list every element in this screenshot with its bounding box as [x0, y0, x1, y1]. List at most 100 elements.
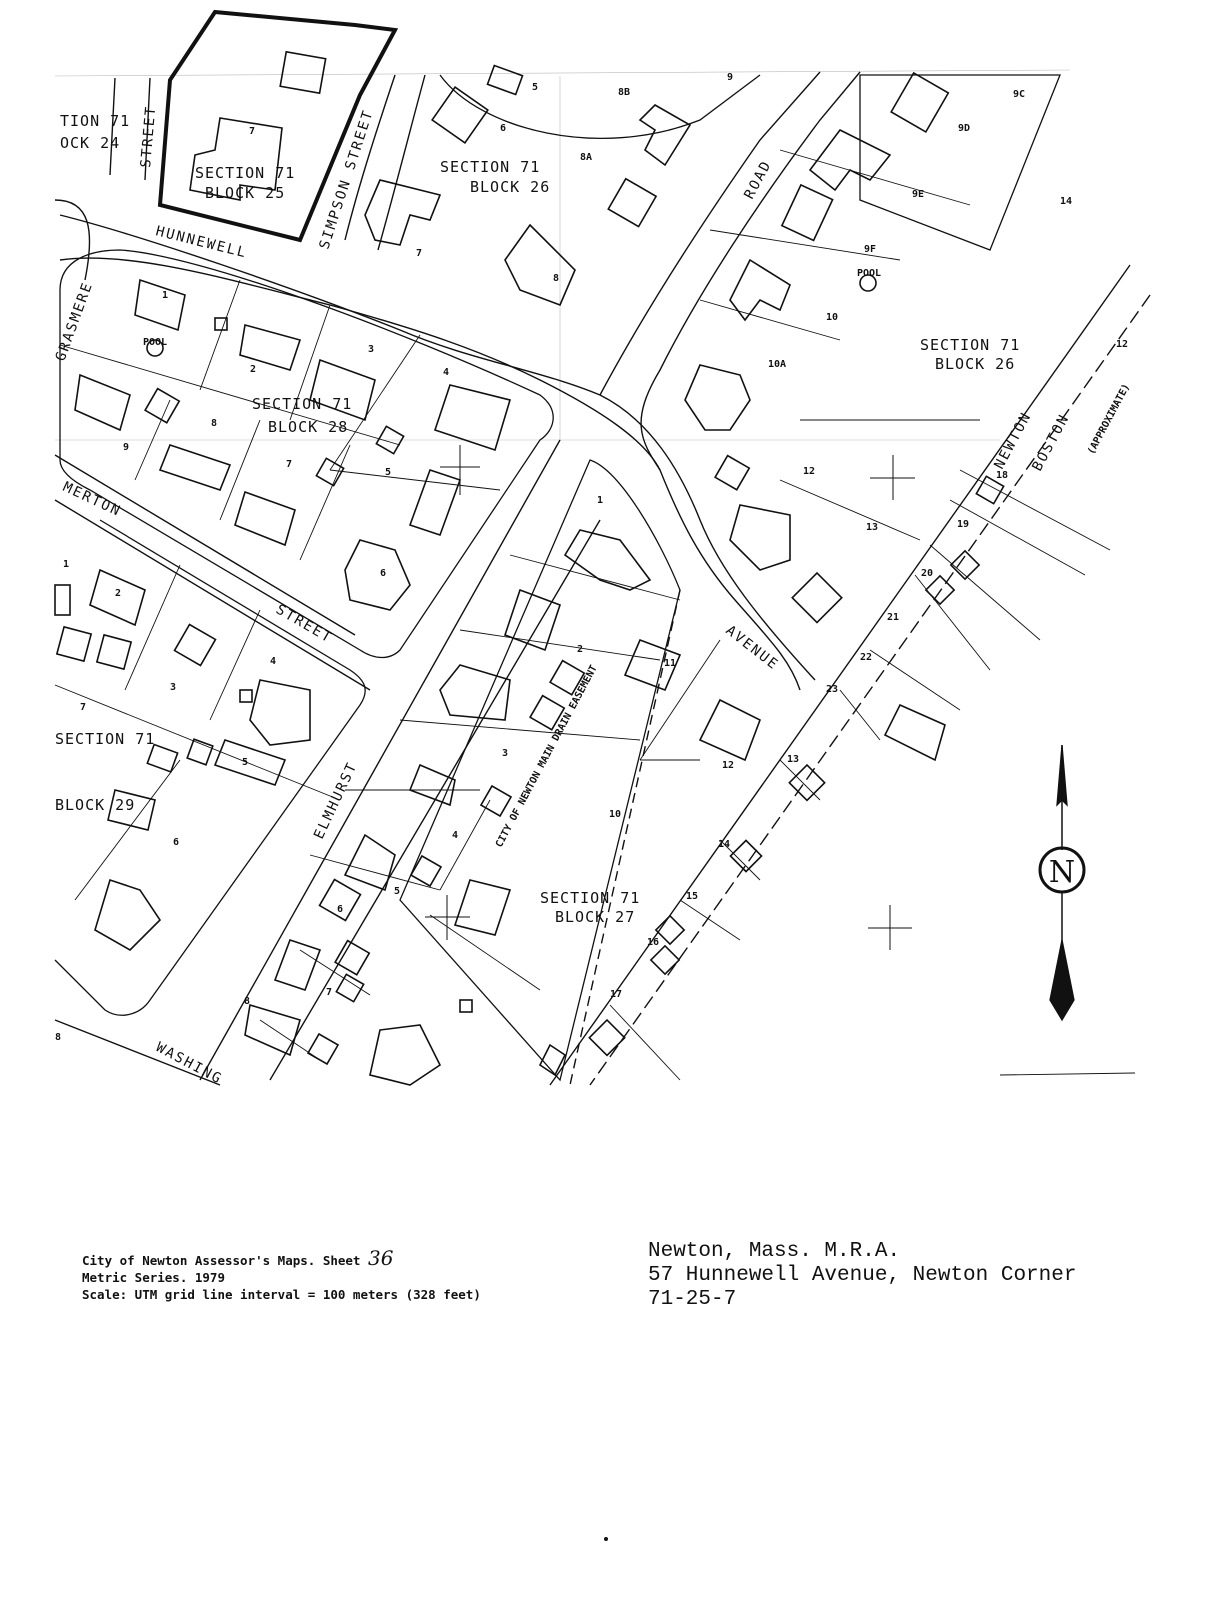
record-reference: Newton, Mass. M.R.A. 57 Hunnewell Avenue… — [648, 1240, 1208, 1312]
lot-number: 9 — [727, 72, 733, 83]
lot-number: 19 — [957, 519, 969, 530]
lot-number: 5 — [532, 82, 538, 93]
street-label-merton: MERTON — [60, 479, 123, 520]
map-drawing: N TION 71 OCK 24 SECTION 71 BLOCK 25 SEC… — [53, 9, 1151, 1088]
lot-number: 12 — [722, 760, 734, 771]
caption-line-2: Metric Series. 1979 — [82, 1270, 225, 1285]
section-label: SECTION 71 — [920, 336, 1020, 354]
north-label: N — [1049, 855, 1075, 890]
lot-number: 1 — [162, 290, 168, 301]
lot-number: 8 — [55, 1032, 61, 1043]
lot-lines — [54, 149, 1136, 1081]
lot-number: 2 — [115, 588, 121, 599]
assessor-map: N TION 71 OCK 24 SECTION 71 BLOCK 25 SEC… — [53, 9, 1151, 1088]
section-label: TION 71 — [60, 112, 130, 130]
street-label-street: STREET — [138, 105, 159, 169]
lot-number: 12 — [1116, 339, 1128, 350]
lot-number: 20 — [921, 568, 933, 579]
record-line-3: 71-25-7 — [648, 1288, 737, 1311]
survey-crosshairs — [425, 445, 915, 950]
lot-number: 6 — [173, 837, 179, 848]
street-label-road: ROAD — [741, 158, 775, 202]
north-arrow — [1038, 744, 1086, 1022]
lot-number: 1 — [63, 559, 69, 570]
lot-number: 16 — [647, 937, 659, 948]
lot-number: 4 — [452, 830, 458, 841]
lot-number: 9D — [958, 123, 970, 134]
lot-number: 23 — [826, 684, 838, 695]
pool-label: POOL — [143, 337, 167, 348]
block-label: BLOCK 26 — [470, 178, 550, 196]
lot-number: 4 — [443, 367, 449, 378]
easement-label: CITY OF NEWTON MAIN DRAIN EASEMENT — [494, 664, 600, 850]
lot-numbers: 5 8B 9 9C 9D 6 8A 9E 14 7 8 9F 10 10A 12… — [55, 72, 1128, 1043]
street-label-street: STREET — [273, 602, 335, 647]
lot-number: 10 — [826, 312, 838, 323]
lot-number: 12 — [803, 466, 815, 477]
scan-speck — [604, 1537, 608, 1541]
section-labels: TION 71 OCK 24 SECTION 71 BLOCK 25 SECTI… — [55, 112, 1020, 926]
block-outlines — [54, 74, 1061, 1082]
lot-number: 13 — [866, 522, 878, 533]
lot-number: 14 — [718, 839, 730, 850]
lot-number: 2 — [577, 644, 583, 655]
lot-number: 9 — [123, 442, 129, 453]
caption-line-1: City of Newton Assessor's Maps. Sheet 36 — [82, 1248, 642, 1269]
sheet-number: 36 — [367, 1246, 394, 1270]
record-line-2: 57 Hunnewell Avenue, Newton Corner — [648, 1264, 1077, 1287]
lot-number: 13 — [787, 754, 799, 765]
lot-number: 3 — [368, 344, 374, 355]
utm-grid — [54, 69, 1071, 441]
lot-number: 15 — [686, 891, 698, 902]
street-label-boston: BOSTON — [1029, 411, 1073, 474]
block-label: BLOCK 28 — [268, 418, 348, 436]
block-label: OCK 24 — [60, 134, 120, 152]
street-label-grasmere: GRASMERE — [53, 279, 97, 363]
street-label-hunnewell: HUNNEWELL — [154, 223, 249, 261]
lot-number: 10A — [768, 359, 786, 370]
lot-number: 14 — [1060, 196, 1072, 207]
block-label: BLOCK 26 — [935, 355, 1015, 373]
section-label: SECTION 71 — [540, 889, 640, 907]
lot-number: 6 — [500, 123, 506, 134]
block-label: BLOCK 25 — [205, 184, 285, 202]
street-label-newton: NEWTON — [991, 409, 1035, 472]
pool-label: POOL — [857, 268, 881, 279]
section-label: SECTION 71 — [195, 164, 295, 182]
lot-number: 1 — [597, 495, 603, 506]
lot-number: 21 — [887, 612, 899, 623]
lot-number: 18 — [996, 470, 1008, 481]
caption-sheet-text: City of Newton Assessor's Maps. Sheet — [82, 1253, 361, 1268]
lot-number: 10 — [609, 809, 621, 820]
lot-number: 2 — [250, 364, 256, 375]
lot-number: 17 — [610, 989, 622, 1000]
block-label: BLOCK 27 — [555, 908, 635, 926]
street-network — [54, 71, 1151, 1086]
lot-number: 8A — [580, 152, 592, 163]
block-label: BLOCK 29 — [55, 796, 135, 814]
lot-number: 3 — [502, 748, 508, 759]
lot-number: 11 — [664, 658, 676, 669]
map-caption: City of Newton Assessor's Maps. Sheet 36… — [82, 1248, 642, 1303]
lot-number: 9F — [864, 244, 876, 255]
building-footprints — [54, 50, 1005, 1086]
lot-number: 8 — [553, 273, 559, 284]
lot-number: 22 — [860, 652, 872, 663]
caption-line-3: Scale: UTM grid line interval = 100 mete… — [82, 1287, 481, 1302]
lot-number: 9E — [912, 189, 924, 200]
lot-number: 7 — [416, 248, 422, 259]
section-label: SECTION 71 — [252, 395, 352, 413]
lot-number: 7 — [249, 126, 255, 137]
subject-parcel-outline — [157, 9, 399, 243]
lot-number: 6 — [380, 568, 386, 579]
record-line-1: Newton, Mass. M.R.A. — [648, 1240, 901, 1263]
lot-number: 5 — [242, 757, 248, 768]
street-label-elmhurst: ELMHURST — [311, 759, 361, 841]
lot-number: 8B — [618, 87, 630, 98]
lot-number: 7 — [80, 702, 86, 713]
lot-number: 5 — [385, 467, 391, 478]
lot-number: 3 — [170, 682, 176, 693]
lot-number: 7 — [286, 459, 292, 470]
lot-number: 8 — [244, 996, 250, 1007]
lot-number: 5 — [394, 886, 400, 897]
